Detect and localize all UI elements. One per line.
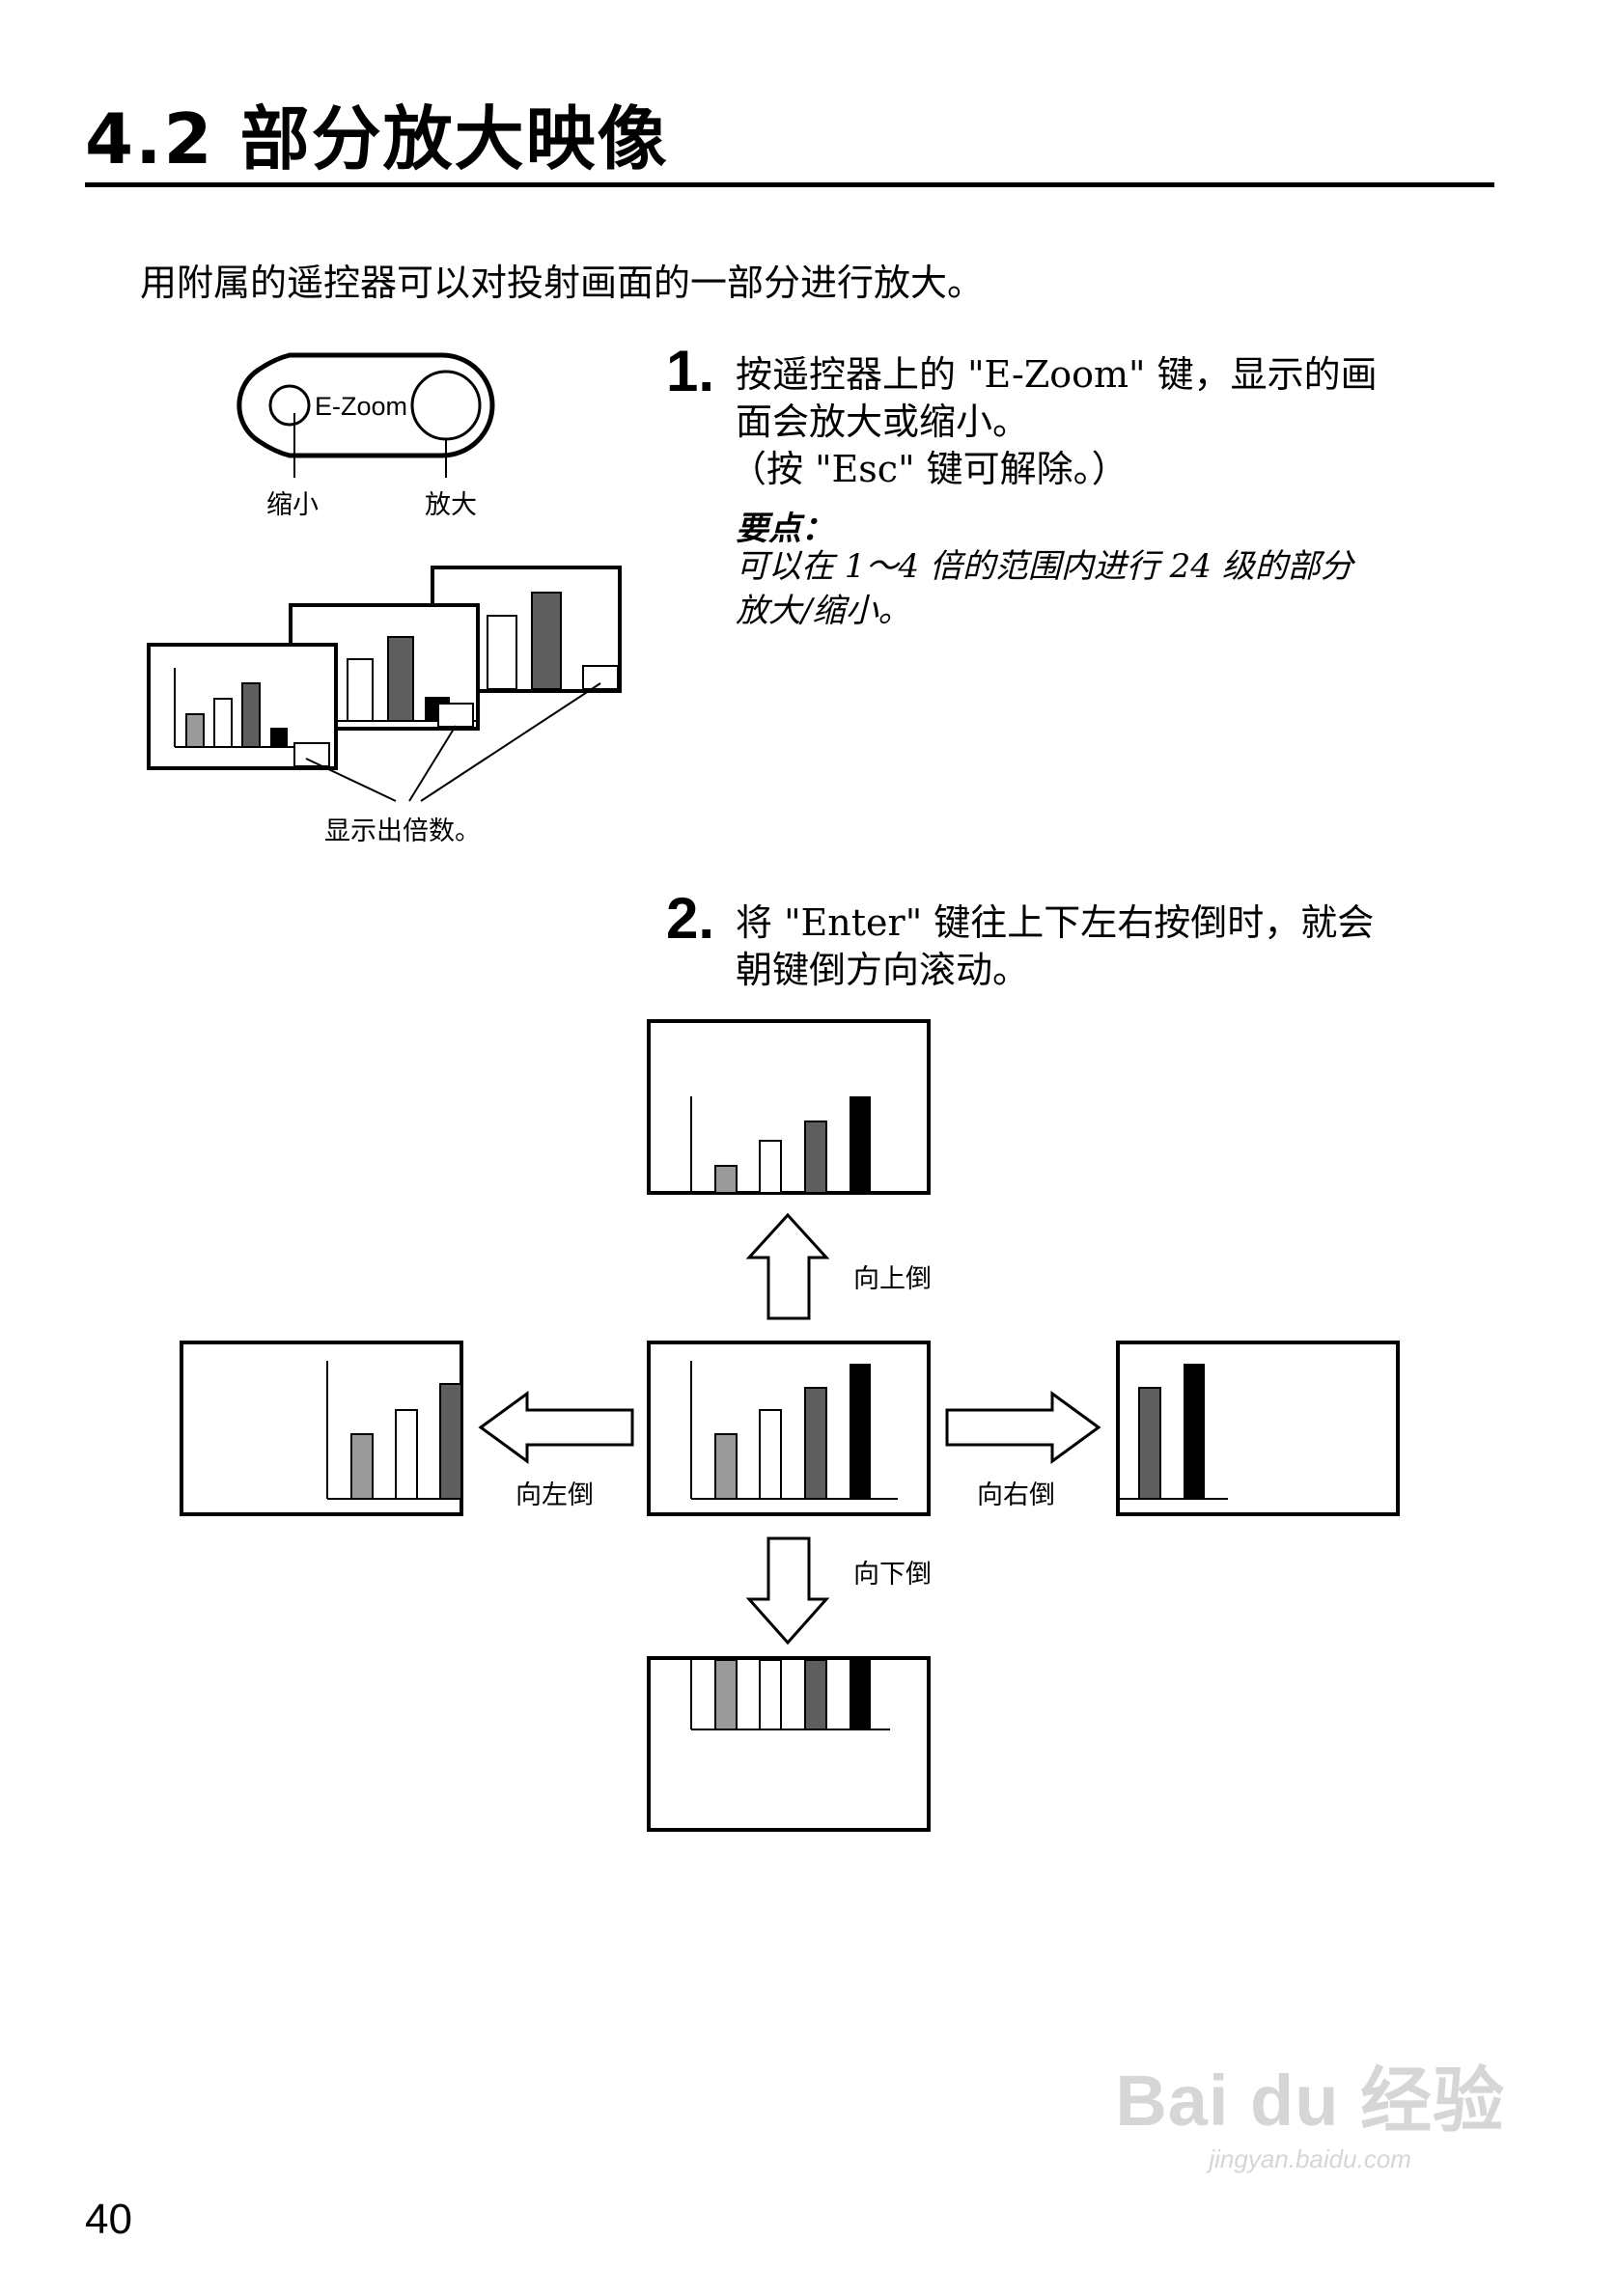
zoom-indicator-box	[293, 742, 330, 767]
right-arrow-icon	[945, 1391, 1101, 1464]
title-divider	[85, 182, 1494, 187]
left-arrow-icon	[478, 1391, 634, 1464]
up-label: 向上倒	[853, 1264, 932, 1294]
watermark-brand: Bai du 经验	[1115, 2061, 1505, 2141]
step-1-line-3: （按 "Esc" 键可解除。）	[730, 448, 1128, 490]
step-1-number: 1.	[666, 339, 715, 403]
zoom-levels-illustration: 显示出倍数。	[147, 566, 622, 846]
screen-scrolled-left	[180, 1341, 463, 1516]
zoom-out-key-icon	[268, 384, 311, 427]
step-1-line-1: 按遥控器上的 "E-Zoom" 键，显示的画	[736, 353, 1378, 396]
section-title: 4.2 部分放大映像	[85, 98, 669, 180]
magnification-caption: 显示出倍数。	[324, 816, 481, 846]
left-label: 向左倒	[515, 1480, 594, 1510]
zoom-indicator-box	[437, 703, 474, 728]
remote-control-illustration: E-Zoom 缩小 放大	[237, 352, 495, 520]
step-2-line-1: 将 "Enter" 键往上下左右按倒时，就会	[736, 901, 1375, 944]
screen-scrolled-up	[647, 1019, 931, 1195]
screen-scrolled-right	[1116, 1341, 1400, 1516]
baidu-watermark: Bai du 经验 jingyan.baidu.com	[1115, 2065, 1505, 2174]
e-zoom-key-label: E-Zoom	[315, 392, 407, 421]
down-label: 向下倒	[853, 1560, 932, 1590]
zoom-in-label: 放大	[425, 490, 477, 520]
screen-scrolled-down	[647, 1656, 931, 1832]
up-arrow-icon	[745, 1212, 830, 1320]
right-label: 向右倒	[977, 1480, 1055, 1510]
tip-heading: 要点：	[736, 510, 834, 548]
tip-line-1: 可以在 1～4 倍的范围内进行 24 级的部分	[736, 547, 1353, 586]
screen-original	[647, 1341, 931, 1516]
scroll-direction-diagram: 向上倒 向左倒	[180, 1019, 1400, 1832]
intro-text: 用附属的遥控器可以对投射画面的一部分进行放大。	[140, 262, 985, 304]
zoom-indicator-box	[582, 665, 619, 690]
step-2-line-2: 朝键倒方向滚动。	[736, 949, 1030, 991]
page-number: 40	[85, 2196, 132, 2243]
zoom-in-key-icon	[410, 370, 482, 441]
down-arrow-icon	[745, 1536, 830, 1646]
step-1-line-2: 面会放大或缩小。	[736, 401, 1030, 443]
zoom-out-label: 缩小	[266, 490, 319, 520]
step-2-number: 2.	[666, 886, 715, 951]
tip-line-2: 放大/缩小。	[736, 592, 911, 630]
watermark-url: jingyan.baidu.com	[1209, 2144, 1411, 2173]
